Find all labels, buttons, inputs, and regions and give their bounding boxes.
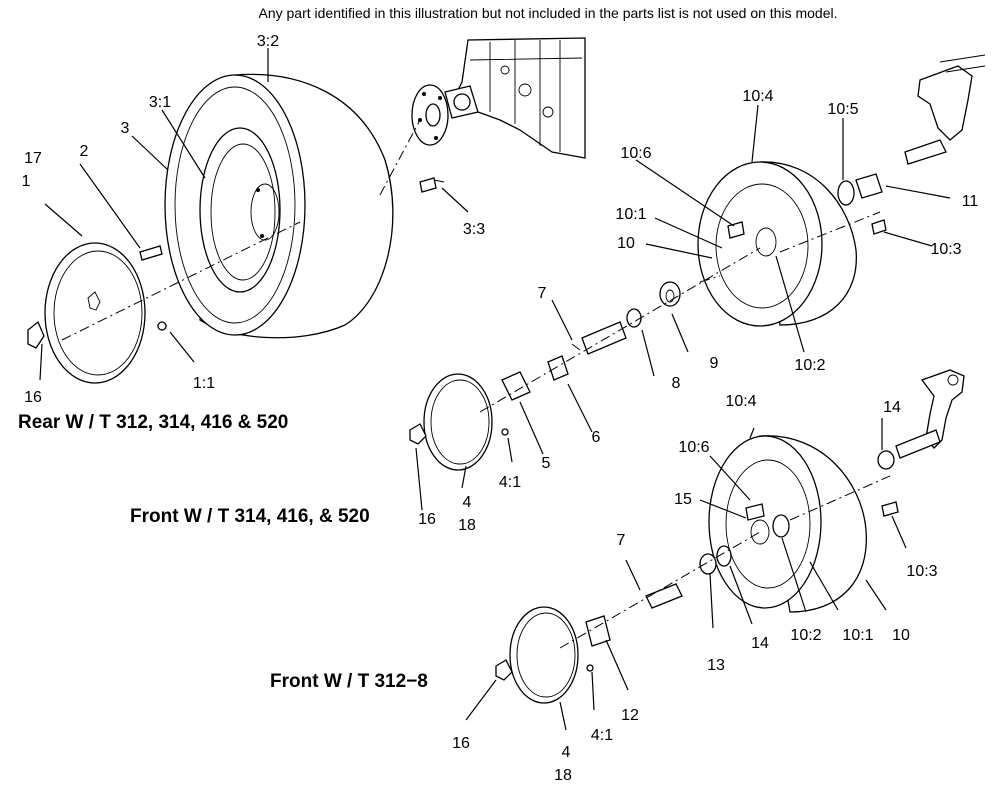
washer-a xyxy=(837,180,855,206)
grease-fitting-b xyxy=(745,503,765,521)
callout-b-7: 7 xyxy=(617,532,626,549)
front-axle-centerline-a xyxy=(479,211,881,413)
callout-rear-2: 2 xyxy=(80,143,89,160)
callout-a-18: 18 xyxy=(458,517,476,534)
callout-b-18: 18 xyxy=(554,767,572,784)
spacer-9 xyxy=(659,281,681,307)
caption-rear: Rear W / T 312, 314, 416 & 520 xyxy=(18,412,288,433)
callout-a-7: 7 xyxy=(538,285,547,302)
callout-a-16: 16 xyxy=(418,511,436,528)
callout-rear-3-2: 3:2 xyxy=(257,33,279,50)
washer-14-lower xyxy=(716,545,732,567)
callout-a-11: 11 xyxy=(962,193,979,210)
front-axle-centerline-b xyxy=(559,475,891,649)
rear-valve-screw xyxy=(419,177,445,193)
callout-a-10-1: 10:1 xyxy=(615,206,646,223)
callout-b-10-6: 10:6 xyxy=(678,439,709,456)
screw-a xyxy=(871,219,887,235)
callout-a-4-1: 4:1 xyxy=(499,474,521,491)
callout-a-9: 9 xyxy=(710,355,719,372)
bushing-a xyxy=(855,173,883,199)
callout-a-4: 4 xyxy=(463,494,472,511)
callout-a-10: 10 xyxy=(617,235,635,252)
axle-a xyxy=(581,321,627,355)
spindle-a xyxy=(904,54,986,165)
rear-axle-centerline xyxy=(61,119,421,341)
front-tire-a xyxy=(697,161,857,327)
callout-b-13: 13 xyxy=(707,657,725,674)
rear-tire xyxy=(164,73,394,339)
washer-8 xyxy=(626,308,642,328)
callout-rear-16: 16 xyxy=(24,389,42,406)
bearing-6 xyxy=(547,355,569,381)
callout-a-10-6: 10:6 xyxy=(620,145,651,162)
front-wheel-assembly-b: 10:4 14 10:6 15 10:3 7 10 10:1 10:2 14 1… xyxy=(452,369,965,784)
front-wheel-assembly-a: 10:4 10:5 10:6 10:1 10 11 10:3 10:2 7 9 … xyxy=(409,54,986,534)
caption-front-b: Front W / T 312−8 xyxy=(270,671,428,692)
callout-b-10-2: 10:2 xyxy=(790,627,821,644)
callout-b-10: 10 xyxy=(892,627,910,644)
callout-b-14-upper: 14 xyxy=(883,399,901,416)
callout-rear-3: 3 xyxy=(121,120,130,137)
callout-a-10-3: 10:3 xyxy=(930,241,961,258)
callout-b-15: 15 xyxy=(674,491,692,508)
rear-hub xyxy=(411,84,449,146)
callout-rear-3-3: 3:3 xyxy=(463,221,485,238)
callout-a-10-4: 10:4 xyxy=(742,88,773,105)
callout-a-10-5: 10:5 xyxy=(827,101,858,118)
callout-b-10-3: 10:3 xyxy=(906,563,937,580)
washer-13 xyxy=(699,553,717,575)
pin-a xyxy=(501,428,509,436)
rear-hub-cap xyxy=(44,242,146,384)
header-note: Any part identified in this illustration… xyxy=(259,5,838,21)
bushing-12 xyxy=(585,615,611,647)
callout-b-4-1: 4:1 xyxy=(591,727,613,744)
callout-b-12: 12 xyxy=(621,707,639,724)
front-tire-b xyxy=(708,435,867,613)
caption-front-a: Front W / T 314, 416, & 520 xyxy=(130,506,370,527)
callout-b-16: 16 xyxy=(452,735,470,752)
rear-pin xyxy=(157,321,167,331)
rear-bolt xyxy=(139,245,163,261)
clip-a xyxy=(409,423,427,445)
transaxle-housing xyxy=(444,37,586,159)
grease-fitting-a xyxy=(727,221,745,239)
callout-b-10-4: 10:4 xyxy=(725,393,756,410)
rear-wheel-assembly: 3:2 3:1 3 17 1 2 16 1:1 3:3 xyxy=(22,33,586,406)
callout-b-10-1: 10:1 xyxy=(842,627,873,644)
clip-b xyxy=(495,659,513,681)
bushing-5 xyxy=(501,371,531,401)
callout-a-6: 6 xyxy=(592,429,601,446)
callout-rear-1-1: 1:1 xyxy=(193,375,215,392)
front-hub-cap-b xyxy=(509,606,579,704)
callout-a-5: 5 xyxy=(542,455,551,472)
screw-b xyxy=(881,501,899,517)
callout-b-4: 4 xyxy=(562,744,571,761)
callout-rear-3-1: 3:1 xyxy=(149,94,171,111)
callout-rear-1: 1 xyxy=(22,173,31,190)
spindle-b xyxy=(895,369,965,459)
callout-a-8: 8 xyxy=(672,375,681,392)
axle-b xyxy=(645,583,683,609)
pin-b xyxy=(586,664,594,672)
front-hub-cap-a xyxy=(423,373,493,471)
rear-clip xyxy=(27,320,45,349)
washer-14-upper xyxy=(877,450,895,470)
callout-rear-17: 17 xyxy=(24,150,42,167)
callout-a-10-2: 10:2 xyxy=(794,357,825,374)
callout-b-14-lower: 14 xyxy=(751,635,769,652)
